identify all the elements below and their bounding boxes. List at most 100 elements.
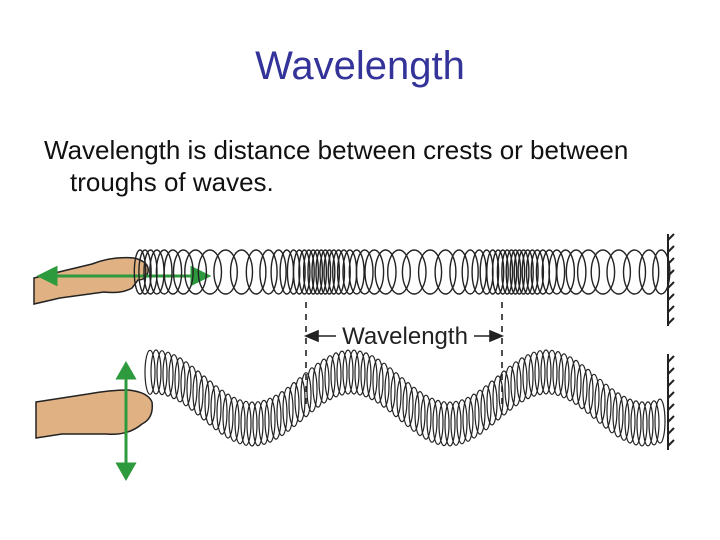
coil-loop xyxy=(155,249,173,295)
coil-loop xyxy=(270,249,287,295)
coil-loop xyxy=(652,249,671,295)
coil-loop xyxy=(222,393,234,439)
coil-loop xyxy=(172,249,194,295)
coil-loop xyxy=(434,249,457,295)
coil-loop xyxy=(258,399,270,445)
coil-loop xyxy=(286,249,301,295)
coil-loop xyxy=(534,350,546,396)
coil-loop xyxy=(312,362,324,408)
coil-loop xyxy=(318,358,330,404)
coil-loop xyxy=(342,349,354,395)
coil-loop xyxy=(552,351,564,397)
coil-loop xyxy=(504,365,516,411)
coil-loop xyxy=(486,380,498,426)
coil-loop xyxy=(133,249,147,295)
coil-loop xyxy=(138,249,152,295)
coil-loop xyxy=(556,249,576,295)
coil-loop xyxy=(420,394,432,440)
coil-loop xyxy=(288,382,300,428)
body-text: Wavelength is distance between crests or… xyxy=(44,135,629,197)
coil-loop xyxy=(462,396,474,442)
coil-loop xyxy=(300,372,312,418)
coil-loop xyxy=(387,249,412,295)
wavelength-markers xyxy=(305,302,503,408)
coil-loop xyxy=(612,392,624,438)
coil-loop xyxy=(594,378,606,424)
coil-loop xyxy=(401,249,427,295)
coil-loop xyxy=(576,249,601,295)
coil-loop xyxy=(298,249,311,295)
coil-loop xyxy=(364,249,385,295)
coil-loop xyxy=(276,391,288,437)
hand-top xyxy=(33,256,149,305)
coil-loop xyxy=(582,368,594,414)
coil-loop xyxy=(307,249,320,295)
coil-loop xyxy=(174,357,186,403)
coil-loop xyxy=(540,349,552,395)
arrow-vertical xyxy=(115,360,137,482)
coil-loop xyxy=(414,391,426,437)
coil-loop xyxy=(648,400,660,446)
coil-loop xyxy=(213,249,239,295)
coil-loop xyxy=(259,249,278,295)
coil-loop xyxy=(565,249,587,295)
coil-loop xyxy=(378,362,390,408)
coil-loop xyxy=(336,350,348,396)
coil-loop xyxy=(150,349,162,395)
coil-loop xyxy=(480,385,492,431)
coil-loop xyxy=(517,249,530,295)
wall-bottom xyxy=(667,354,675,450)
coil-loop xyxy=(606,249,632,295)
coil-loop xyxy=(501,249,514,295)
coil-loop xyxy=(252,401,264,447)
coil-loop xyxy=(491,249,505,295)
coil-loop xyxy=(184,249,208,295)
coil-loop xyxy=(216,389,228,435)
coil-loop xyxy=(509,249,522,295)
coil-loop xyxy=(558,353,570,399)
slinky-top xyxy=(133,249,671,295)
coil-loop xyxy=(606,388,618,434)
coil-loop xyxy=(522,354,534,400)
coil-loop xyxy=(384,367,396,413)
coil-loop xyxy=(323,249,336,295)
coil-loop xyxy=(468,393,480,439)
coil-loop xyxy=(180,361,192,407)
coil-loop xyxy=(642,401,654,447)
coil-loop xyxy=(396,377,408,423)
coil-loop xyxy=(576,364,588,410)
coil-loop xyxy=(548,249,566,295)
coil-loop xyxy=(315,249,328,295)
coil-loop xyxy=(564,356,576,402)
coil-loop xyxy=(590,249,616,295)
coil-loop xyxy=(510,361,522,407)
coil-loop xyxy=(234,399,246,445)
coil-loop xyxy=(402,382,414,428)
coil-loop xyxy=(496,249,509,295)
arrow-horizontal xyxy=(36,265,212,287)
coil-loop xyxy=(516,357,528,403)
coil-loop xyxy=(630,400,642,446)
coil-loop xyxy=(302,249,315,295)
coil-loop xyxy=(638,249,660,295)
coil-loop xyxy=(505,249,518,295)
coil-loop xyxy=(374,249,397,295)
coil-loop xyxy=(390,372,402,418)
coil-loop xyxy=(513,249,526,295)
coil-loop xyxy=(240,400,252,446)
coil-loop xyxy=(245,249,267,295)
coil-loop xyxy=(156,350,168,396)
coil-loop xyxy=(163,249,183,295)
coil-loop xyxy=(292,249,306,295)
coil-loop xyxy=(546,349,558,395)
slide-body: Wavelength is distance between crests or… xyxy=(44,134,684,198)
coil-loop xyxy=(324,355,336,401)
coil-loop xyxy=(348,349,360,395)
coil-loop xyxy=(162,351,174,397)
wavelength-arrow xyxy=(303,329,505,343)
coil-loop xyxy=(372,358,384,404)
coil-loop xyxy=(197,249,223,295)
coil-loop xyxy=(246,401,258,447)
coil-loop xyxy=(498,370,510,416)
wavelength-label: Wavelength xyxy=(342,323,468,350)
